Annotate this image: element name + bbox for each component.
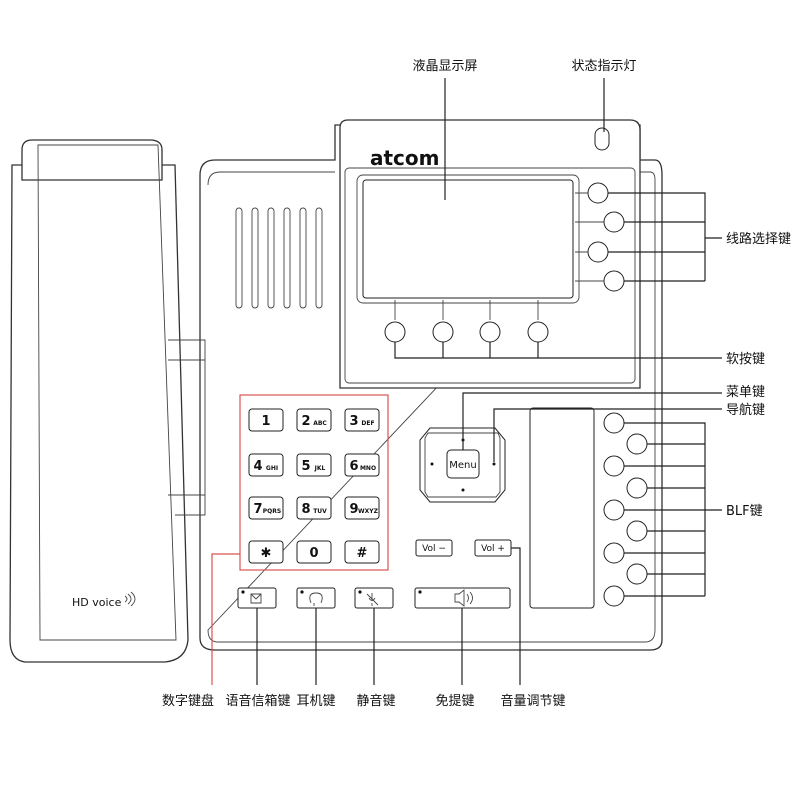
callout-lcd: 液晶显示屏 <box>412 59 477 74</box>
keypad-key-label: 3 <box>349 414 358 429</box>
keypad-key-label: 1 <box>261 414 270 429</box>
speaker-icon <box>454 589 473 607</box>
keypad-key-label: 4 <box>253 459 262 474</box>
callout-volume: 音量调节键 <box>500 693 565 709</box>
keypad-key-label: 8 <box>301 502 310 517</box>
keypad-key-sublabel: WXYZ <box>358 508 379 515</box>
keypad-key-sublabel: JKL <box>314 465 326 472</box>
line-key-2[interactable] <box>603 211 625 233</box>
menu-key-label: Menu <box>449 460 476 471</box>
keypad-key-label: 5 <box>301 459 310 474</box>
keypad-key-sublabel: ABC <box>313 420 327 427</box>
speaker-grille <box>235 207 323 309</box>
callout-line-keys: 线路选择键 <box>726 231 791 247</box>
blf-keys <box>603 412 648 607</box>
keypad-key[interactable] <box>296 453 332 477</box>
blf-key-5[interactable] <box>603 499 625 521</box>
line-keys <box>575 182 625 292</box>
keypad-key[interactable] <box>248 453 284 477</box>
blf-key-1[interactable] <box>603 412 625 434</box>
handset[interactable] <box>9 139 206 663</box>
callout-speaker: 免提键 <box>435 693 474 709</box>
keypad-key[interactable] <box>296 540 332 564</box>
callout-menu-key: 菜单键 <box>726 385 765 400</box>
headset-icon <box>309 592 323 606</box>
keypad-outline <box>239 394 389 571</box>
keypad-key-sublabel: TUV <box>313 508 327 515</box>
blf-key-2[interactable] <box>626 433 648 455</box>
mute-icon <box>366 593 379 606</box>
hd-voice-icon <box>124 591 136 607</box>
soft-key-3[interactable] <box>479 321 501 343</box>
vol-down-label: Vol − <box>422 544 446 554</box>
keypad-key-label: 9 <box>349 502 358 517</box>
keypad-key[interactable] <box>248 496 284 520</box>
hd-voice-label: HD voice <box>72 596 122 609</box>
line-key-1[interactable] <box>587 182 609 204</box>
keypad-key[interactable] <box>296 408 332 432</box>
keypad-key-sublabel: MNO <box>360 465 376 472</box>
keypad-key[interactable] <box>296 496 332 520</box>
blf-key-4[interactable] <box>626 477 648 499</box>
keypad-key[interactable] <box>344 496 380 520</box>
lcd-screen <box>362 179 574 299</box>
soft-keys <box>384 300 549 343</box>
callout-headset: 耳机键 <box>296 694 335 709</box>
line-key-3[interactable] <box>587 241 609 263</box>
keypad-key[interactable] <box>248 540 284 564</box>
callout-lines <box>211 78 722 685</box>
brand-logo: atcom <box>370 146 440 170</box>
keypad-key-label: 2 <box>301 414 310 429</box>
keypad-key[interactable] <box>344 453 380 477</box>
status-led <box>594 127 610 151</box>
keypad-key[interactable] <box>248 408 284 432</box>
voicemail-icon <box>250 593 262 604</box>
blf-key-8[interactable] <box>626 563 648 585</box>
keypad-key[interactable] <box>344 540 380 564</box>
blf-key-9[interactable] <box>603 585 625 607</box>
keypad-key-label: 7 <box>253 502 262 517</box>
navigation-cluster: Menu <box>419 427 506 503</box>
keypad-key-label: 6 <box>349 459 358 474</box>
soft-key-2[interactable] <box>432 321 454 343</box>
keypad-key-label: ✱ <box>261 546 272 561</box>
keypad-key[interactable] <box>344 408 380 432</box>
line-key-4[interactable] <box>603 270 625 292</box>
blf-key-7[interactable] <box>603 542 625 564</box>
keypad-key-sublabel: GHI <box>266 465 278 472</box>
keypad-key-sublabel: DEF <box>361 420 374 427</box>
callout-soft-keys: 软按键 <box>726 352 765 367</box>
nav-right[interactable] <box>492 462 496 466</box>
keypad-key-label: 0 <box>309 546 318 561</box>
vol-down-key[interactable] <box>415 539 453 557</box>
soft-key-1[interactable] <box>384 321 406 343</box>
callout-nav-key: 导航键 <box>726 402 765 418</box>
blf-label-strip <box>529 407 595 609</box>
blf-key-6[interactable] <box>626 520 648 542</box>
soft-key-4[interactable] <box>527 321 549 343</box>
callout-mute: 静音键 <box>356 693 395 709</box>
callout-voicemail: 语音信箱键 <box>225 693 290 709</box>
vol-up-label: Vol + <box>481 544 505 554</box>
callout-keypad: 数字键盘 <box>162 693 214 709</box>
callout-blf-keys: BLF键 <box>726 504 763 519</box>
keypad-key-label: # <box>357 546 368 561</box>
nav-left[interactable] <box>430 462 434 466</box>
keypad-key-sublabel: PQRS <box>263 508 281 515</box>
blf-key-3[interactable] <box>603 455 625 477</box>
callout-status-led: 状态指示灯 <box>571 59 636 74</box>
nav-down[interactable] <box>461 488 465 492</box>
